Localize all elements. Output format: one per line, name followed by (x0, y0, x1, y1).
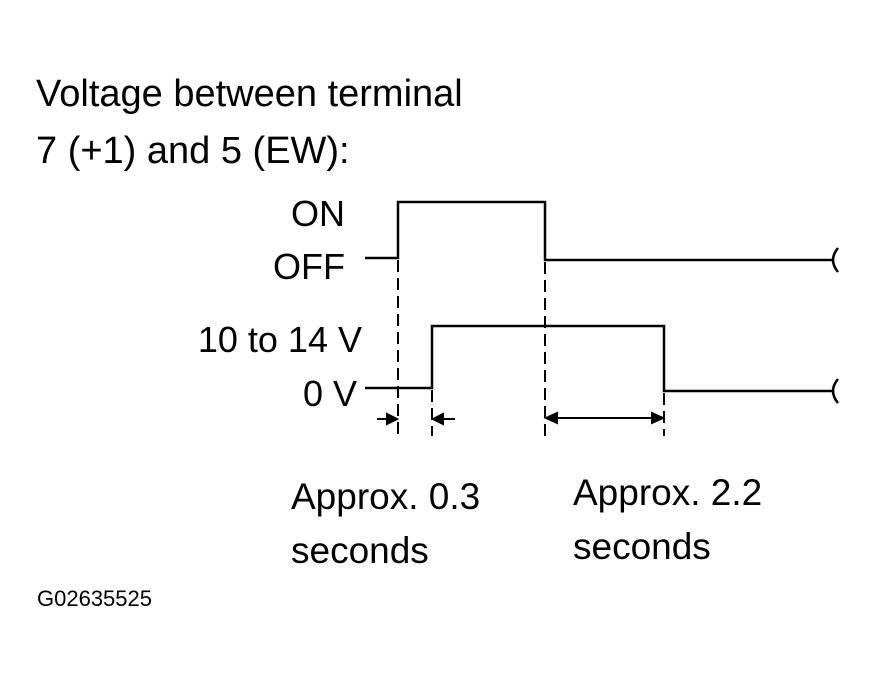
signal2-high-label: 10 to 14 V (197, 319, 362, 360)
signal1-break-mark (831, 247, 839, 273)
delay-arrow-left-head (386, 412, 400, 426)
diagram-title-line-2: 7 (+1) and 5 (EW): (36, 130, 350, 172)
signal1-high-label: ON (291, 193, 345, 234)
delay-arrow-right-head (430, 412, 444, 426)
signal2-break-mark (831, 378, 839, 404)
signal2-low-label: 0 V (302, 373, 357, 414)
duration-arrow-left-head (543, 411, 558, 425)
signal2-waveform (365, 324, 833, 393)
delay-annotation-line-2: seconds (291, 530, 429, 571)
duration-arrow-right-head (651, 411, 666, 425)
diagram-title-line-1: Voltage between terminal (36, 73, 463, 115)
delay-annotation-line-1: Approx. 0.3 (291, 476, 481, 517)
figure-id: G02635525 (37, 586, 152, 611)
duration-annotation-line-2: seconds (573, 526, 711, 567)
signal1-low-label: OFF (273, 246, 345, 287)
signal1-waveform (365, 200, 833, 262)
duration-annotation-line-1: Approx. 2.2 (573, 472, 763, 513)
